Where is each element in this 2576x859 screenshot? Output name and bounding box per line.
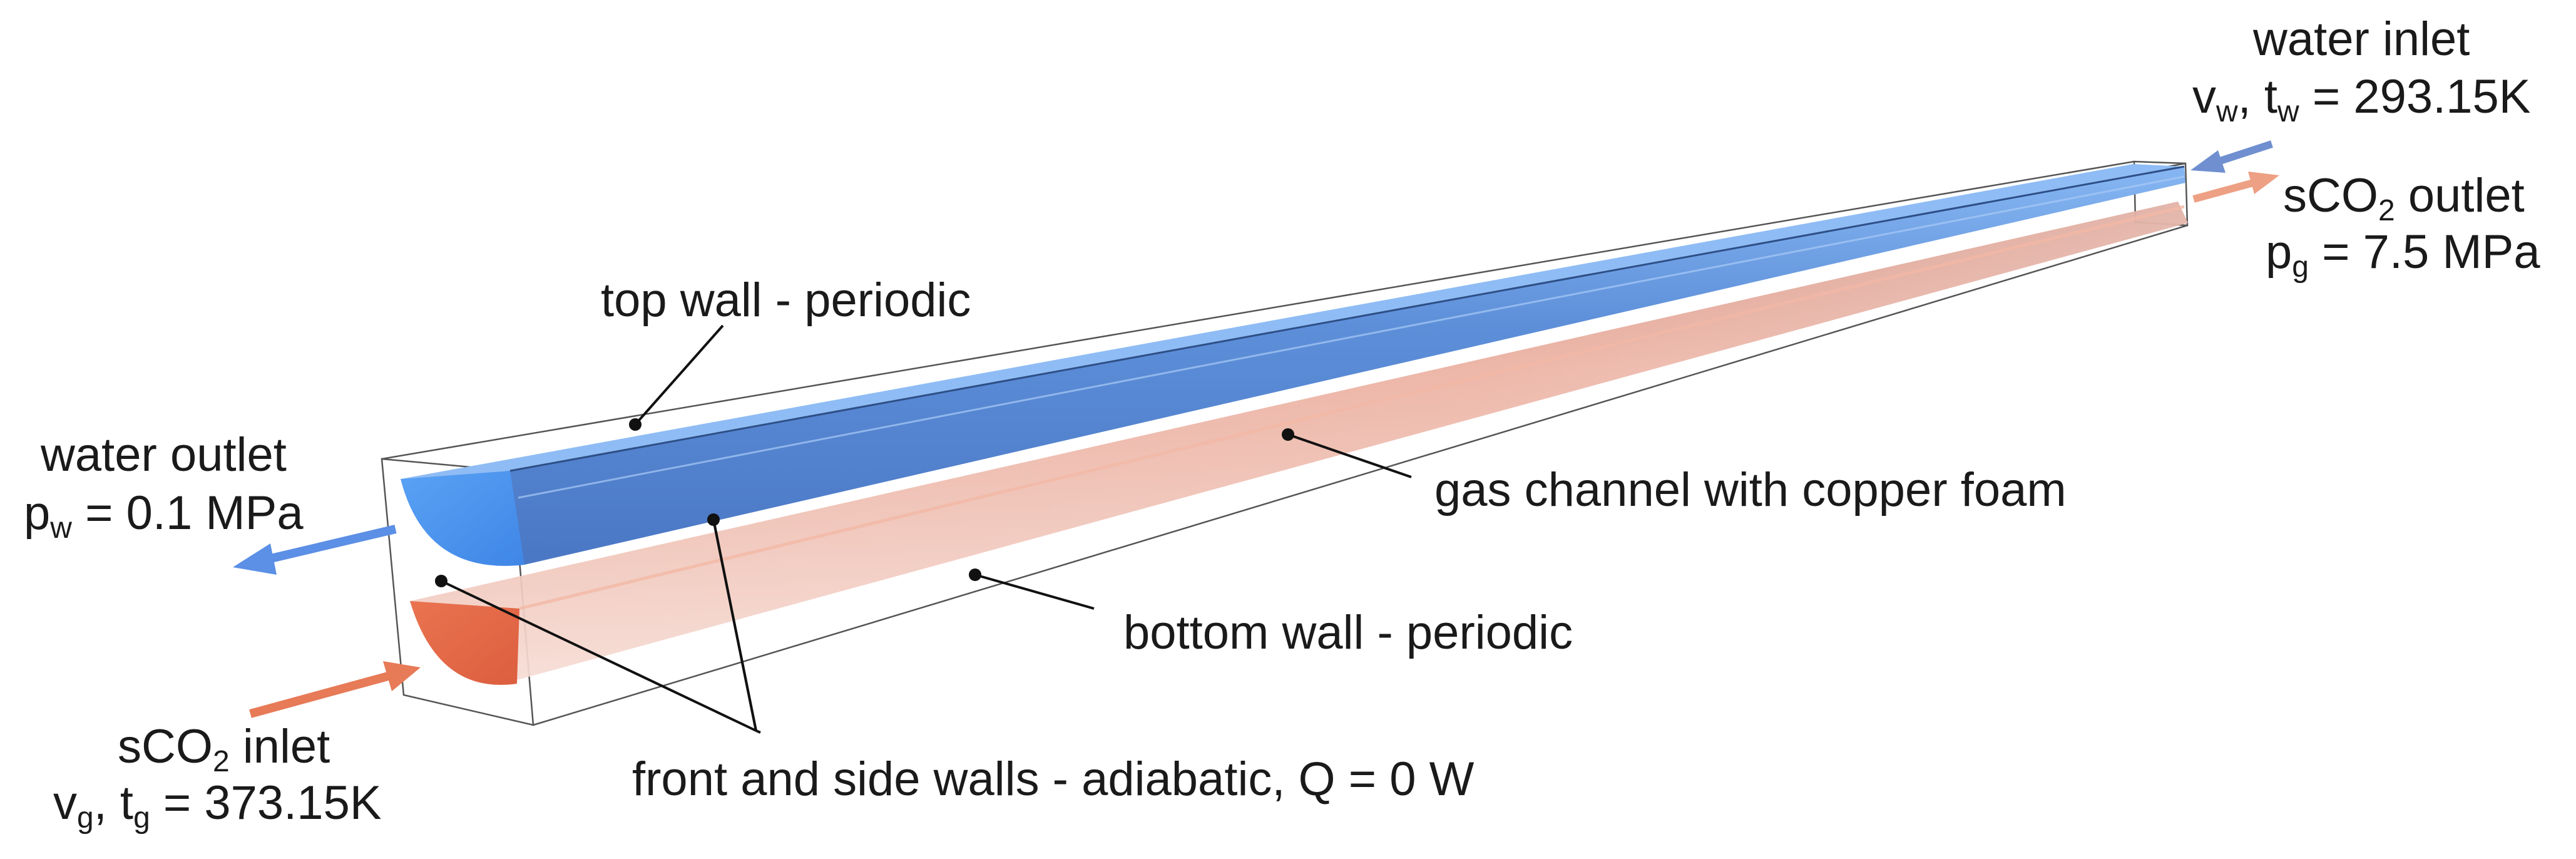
water-outlet-p-value: = 0.1 MPa [72, 486, 304, 540]
arrow-sco2-outlet-shaft [2192, 179, 2254, 203]
water-channel-edge-line [509, 165, 2185, 472]
sco2-inlet-pre: sCO [118, 720, 213, 773]
arrow-water-outlet-shaft [262, 525, 397, 565]
water-channel-body [438, 167, 2185, 565]
water-inlet-title: water inlet [2252, 13, 2470, 66]
arrow-water-outlet [233, 525, 397, 575]
sco2-inlet-v-sub: g [77, 801, 94, 835]
gas-channel-ridge [519, 205, 2185, 610]
water-inlet-t-sub: w [2277, 95, 2299, 128]
sco2-outlet-p: p [2266, 225, 2292, 279]
leader-dots [435, 418, 1294, 587]
gas-inlet-face [410, 601, 519, 685]
gas-channel-fade [410, 202, 2188, 679]
gas-channel [410, 202, 2188, 685]
sco2-inlet-sep: , t [94, 776, 133, 830]
water-inlet-conditions: vw, tw = 293.15K [2192, 70, 2530, 128]
sco2-inlet-t-sub: g [133, 801, 150, 835]
sco2-inlet-value: = 373.15K [150, 776, 382, 830]
arrow-water-outlet-head [233, 543, 277, 575]
label-gas-channel: gas channel with copper foam [1434, 463, 2067, 517]
label-front-side-walls: front and side walls - adiabatic, Q = 0 … [632, 753, 1475, 806]
water-inlet-value: = 293.15K [2299, 70, 2531, 123]
label-bottom-wall: bottom wall - periodic [1123, 606, 1573, 659]
sco2-inlet-title: sCO2 inlet [118, 720, 330, 778]
arrow-sco2-inlet-head [383, 661, 421, 691]
arrow-sco2-outlet-head [2248, 172, 2279, 194]
water-outlet-p: p [24, 486, 50, 540]
water-channel [401, 164, 2185, 566]
sco2-outlet-title: sCO2 outlet [2283, 169, 2525, 227]
arrow-sco2-outlet [2192, 172, 2279, 203]
leader-gas-channel [1287, 433, 1412, 478]
sco2-outlet-p-value: = 7.5 MPa [2309, 225, 2540, 279]
box-top-near-edge [381, 160, 2135, 460]
box-bottom-far-edge [533, 224, 2188, 726]
leader-top-wall [634, 324, 724, 426]
water-channel-top [401, 164, 2184, 479]
water-inlet-v-sub: w [2216, 95, 2238, 128]
sco2-outlet-post: outlet [2395, 169, 2525, 222]
dot-bottom-wall [969, 568, 981, 581]
water-outlet-face [401, 471, 524, 566]
leader-front-branch [755, 729, 761, 734]
label-top-wall: top wall - periodic [601, 274, 971, 327]
dot-side-wall [707, 513, 720, 526]
sco2-outlet-pressure: pg = 7.5 MPa [2266, 225, 2540, 284]
sco2-inlet-sub2: 2 [213, 745, 230, 778]
dot-gas-channel [1282, 428, 1294, 441]
arrow-water-inlet-shaft [2213, 140, 2273, 167]
dot-top-wall [629, 418, 641, 431]
water-inlet-sep: , t [2238, 70, 2277, 123]
sco2-outlet-sub2: 2 [2378, 194, 2395, 227]
sco2-outlet-p-sub: g [2292, 250, 2309, 284]
leader-side-wall-2 [712, 519, 757, 731]
water-inlet-v: v [2192, 70, 2216, 123]
arrow-water-inlet [2190, 140, 2273, 173]
leader-lines [441, 324, 1412, 732]
sco2-inlet-conditions: vg, tg = 373.15K [53, 776, 382, 835]
water-outlet-pressure: pw = 0.1 MPa [24, 486, 304, 545]
sco2-inlet-post: inlet [230, 720, 330, 773]
leader-bottom-wall [974, 574, 1095, 610]
arrow-water-inlet-head [2190, 150, 2226, 173]
sco2-outlet-pre: sCO [2283, 169, 2378, 222]
arrow-sco2-inlet-shaft [249, 672, 389, 718]
arrow-sco2-inlet [249, 661, 421, 718]
water-outlet-title: water outlet [40, 428, 287, 481]
sco2-inlet-v: v [53, 776, 77, 830]
water-outlet-p-sub: w [49, 512, 72, 545]
leader-front-wall [441, 580, 757, 732]
dot-front-wall [435, 575, 447, 587]
water-channel-hilite [518, 175, 2185, 499]
